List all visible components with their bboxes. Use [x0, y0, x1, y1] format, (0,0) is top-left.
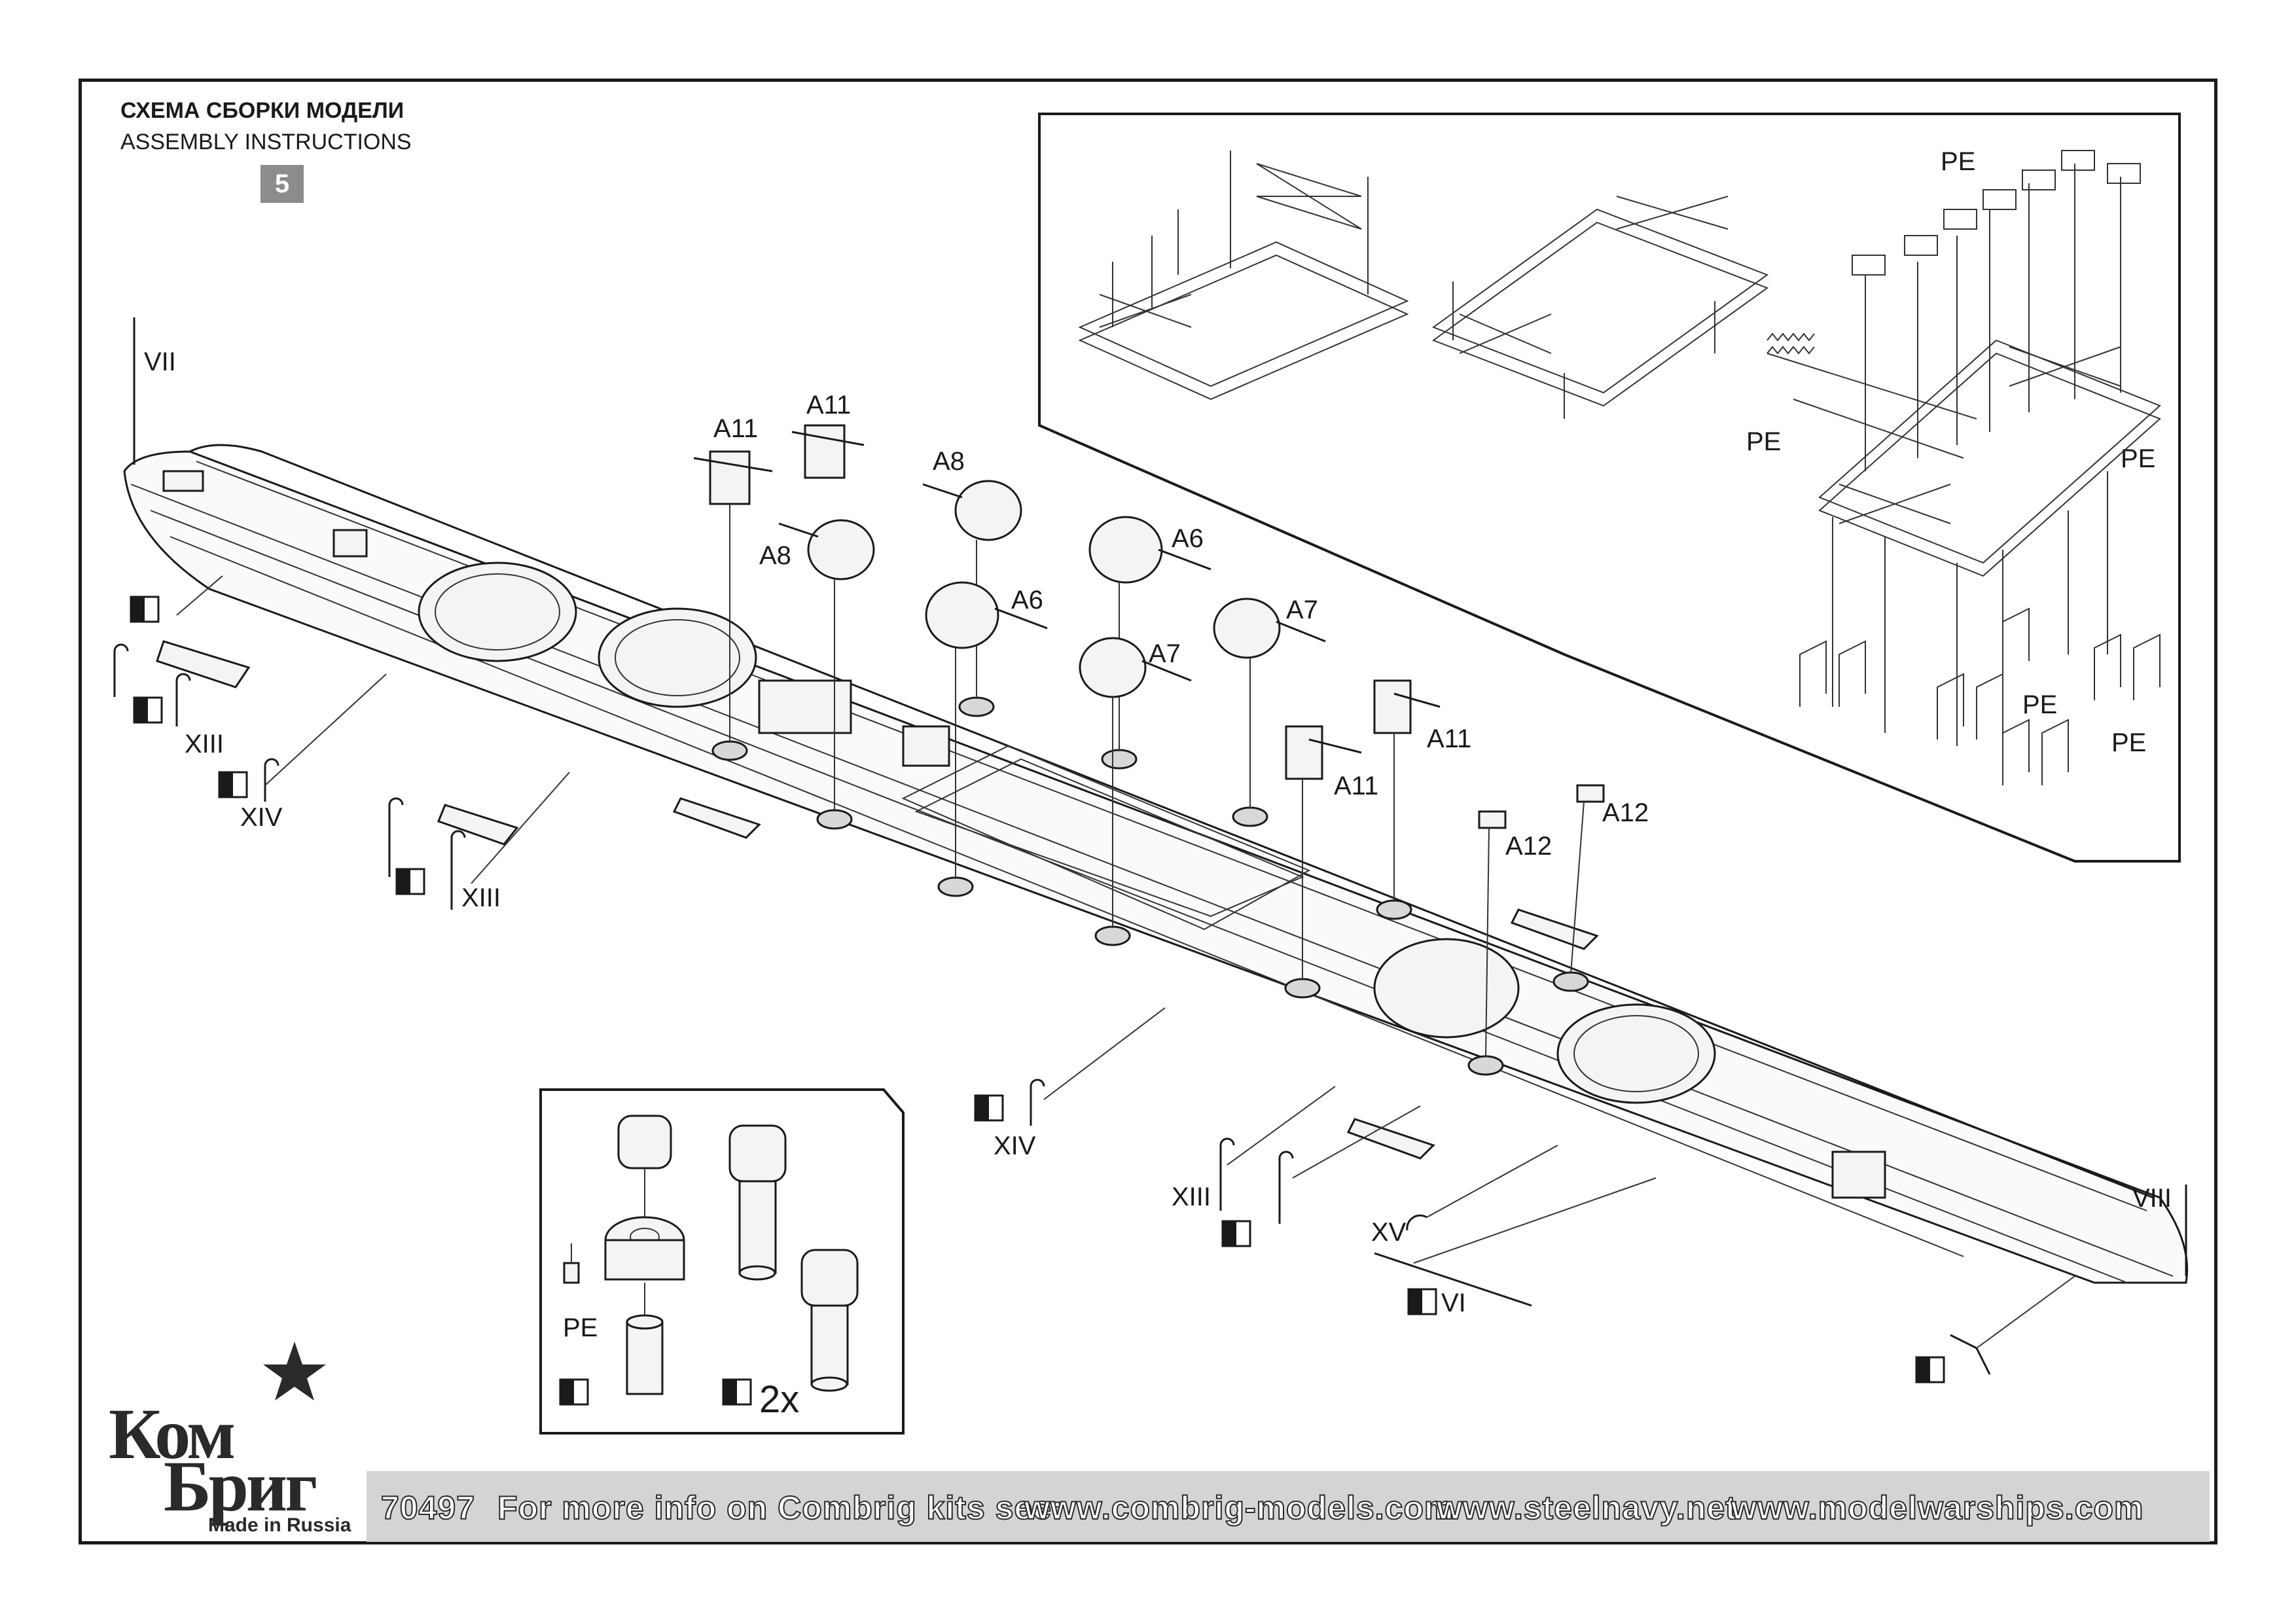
label-xiv-1: XIV: [240, 803, 283, 832]
page-frame: [79, 79, 2217, 1544]
label-a8-2: A8: [759, 541, 791, 570]
davit-part-3: [264, 758, 279, 802]
label-pe-inset-right: PE: [2121, 444, 2155, 473]
label-a11-3: A11: [1427, 724, 1471, 753]
label-pe-inset-lower: PE: [2022, 690, 2057, 719]
placement-icon-6: [1221, 1220, 1251, 1247]
turret-exploded-view: [563, 1115, 685, 1395]
turret-a8-left: [778, 519, 875, 812]
davit-part-5: [450, 830, 466, 910]
label-a11-4: A11: [1334, 772, 1378, 800]
placement-icon-1: [130, 596, 160, 623]
turret-a11-right: [1373, 679, 1441, 902]
turret-a7-right: [1213, 597, 1326, 809]
boat-part-lower: [437, 804, 519, 846]
placement-icon-3: [218, 771, 248, 798]
label-xiv-2: XIV: [994, 1132, 1036, 1160]
davit-part-8: [1278, 1150, 1294, 1224]
davit-part-6: [1030, 1079, 1045, 1126]
ship-hull: [123, 317, 2189, 1284]
placement-icon-9: [559, 1378, 589, 1406]
label-xiii-1: XIII: [185, 730, 224, 758]
label-vii: VII: [144, 348, 176, 376]
gun-a12-right: [1570, 784, 1605, 974]
label-a7-2: A7: [1149, 639, 1181, 668]
placement-icon-5: [974, 1094, 1004, 1122]
label-pe-inset-small: PE: [563, 1313, 598, 1342]
davit-part-2: [175, 673, 191, 726]
logo-line1: Ком: [109, 1394, 236, 1474]
footer-band: [367, 1471, 2210, 1542]
label-xiii-2: XIII: [461, 883, 501, 912]
label-vi: VI: [1441, 1289, 1466, 1317]
turret-detail-inset-panel: [539, 1088, 905, 1435]
label-2x: 2x: [759, 1378, 799, 1421]
turret-a11-mid: [1285, 725, 1362, 980]
placement-icon-2: [133, 696, 163, 724]
step-number-badge: 5: [260, 165, 304, 203]
turret-a8-top: [922, 480, 1022, 699]
placement-icon-8: [1915, 1356, 1945, 1383]
deck-frame-2: [1431, 196, 1769, 419]
superstructure-inset-panel: [1038, 113, 2181, 863]
turret-a6-left: [925, 581, 1048, 879]
turret-a7-left: [1079, 637, 1192, 928]
label-xv: XV: [1371, 1218, 1407, 1247]
logo-star-icon: [263, 1342, 326, 1400]
turret-assembled-view-2: [800, 1249, 859, 1392]
kit-number: 70497: [380, 1489, 476, 1527]
footer-info-text: For more info on Combrig kits see:: [497, 1489, 1064, 1527]
turret-a11-top: [791, 424, 865, 479]
deck-frame-1: [1078, 151, 1409, 401]
label-viii: VIII: [2132, 1184, 2172, 1213]
turret-a6-right: [1088, 516, 1211, 751]
title-english: ASSEMBLY INSTRUCTIONS: [120, 130, 412, 154]
label-a11-1: A11: [713, 414, 758, 443]
label-a12-1: A12: [1602, 798, 1649, 827]
deck-frame-3: [1767, 150, 2161, 785]
label-pe-inset-bottom: PE: [2111, 728, 2146, 757]
boat-part-upper: [156, 640, 251, 688]
label-a11-2: A11: [806, 391, 851, 419]
anchor-part: [1950, 1334, 1991, 1375]
label-a6-1: A6: [1172, 524, 1204, 553]
placement-icon-4: [395, 868, 425, 895]
title-russian: СХЕМА СБОРКИ МОДЕЛИ: [120, 98, 404, 123]
gun-a12-left: [1478, 810, 1507, 1058]
placement-icon-10: [722, 1378, 752, 1406]
davit-part-7: [1219, 1137, 1235, 1211]
label-xiii-3: XIII: [1172, 1183, 1211, 1211]
label-a6-2: A6: [1011, 586, 1043, 615]
label-a12-2: A12: [1505, 832, 1552, 861]
turret-a11-left: [693, 450, 773, 743]
label-a7-1: A7: [1286, 596, 1318, 624]
davit-part-1: [113, 643, 129, 697]
logo-line2: Бриг: [164, 1446, 317, 1526]
footer-url-combrig[interactable]: www.combrig-models.com: [1024, 1489, 1454, 1527]
footer-url-steelnavy[interactable]: www.steelnavy.net: [1436, 1489, 1737, 1527]
davit-part-4: [388, 797, 404, 877]
part-xv: [1406, 1214, 1427, 1231]
label-a8-1: A8: [933, 447, 965, 476]
footer-url-modelwarships[interactable]: www.modelwarships.com: [1731, 1489, 2144, 1527]
placement-icon-7: [1407, 1288, 1437, 1315]
turret-assembled-view-1: [728, 1124, 787, 1281]
label-pe-inset-top: PE: [1941, 147, 1975, 176]
label-pe-inset-left: PE: [1746, 427, 1781, 456]
part-vi: [1374, 1252, 1532, 1307]
logo-tagline: Made in Russia: [208, 1514, 351, 1536]
